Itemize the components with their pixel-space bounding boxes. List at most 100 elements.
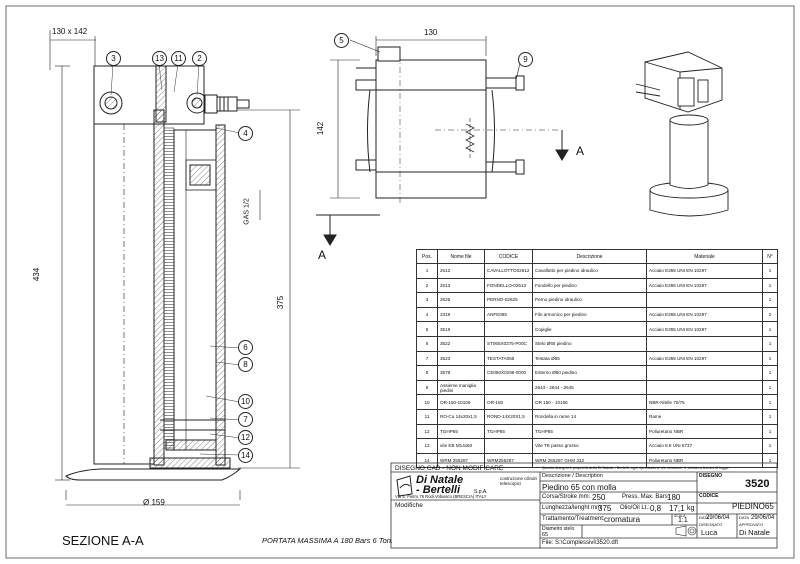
bom-header-qty: N° bbox=[762, 249, 778, 264]
bom-cell-description: Stelo Ø65 piedino bbox=[532, 335, 647, 352]
balloon-9: 9 bbox=[518, 52, 533, 67]
bom-cell-file: 3522 bbox=[437, 335, 485, 352]
stroke-label: Corsa/Stroke mm: bbox=[542, 494, 591, 500]
bom-cell-pos: 7 bbox=[416, 350, 438, 367]
balloon-3: 3 bbox=[106, 51, 121, 66]
modifications-label: Modifiche bbox=[395, 502, 423, 509]
dimension-side-height: 142 bbox=[316, 121, 326, 136]
bom-cell-material: Acciaio E355 UNI EN 10297 bbox=[646, 263, 763, 279]
bom-cell-file: 2625 bbox=[437, 292, 485, 308]
bom-cell-description: 2643 - 2644 - 2645 bbox=[532, 379, 647, 396]
bom-cell-qty: 1 bbox=[762, 365, 778, 381]
scale-label: SCALA bbox=[674, 514, 686, 518]
bom-cell-pos: 6 bbox=[416, 335, 438, 352]
bom-cell-pos: 2 bbox=[416, 277, 438, 294]
bom-cell-qty: 1 bbox=[762, 452, 778, 469]
bom-cell-description: Rondella in rame 14 bbox=[532, 408, 647, 425]
bom-cell-file: Assieme maniglia piedini bbox=[437, 379, 485, 396]
isometric-view bbox=[635, 51, 729, 217]
bom-cell-pos: 1 bbox=[416, 263, 438, 279]
description-label: Descrizione / Description bbox=[542, 473, 603, 479]
bom-header-row: Pos. Nome file CODICE Descrizione Materi… bbox=[416, 249, 778, 264]
balloon-11: 11 bbox=[171, 51, 186, 66]
projection-symbol-icon bbox=[675, 525, 697, 537]
balloon-10: 10 bbox=[238, 394, 253, 409]
ownership-notice: Questo disegno è proprietà della Di Nata… bbox=[542, 466, 729, 470]
weight-value: 17,1 bbox=[669, 504, 685, 513]
drawn-value: Luca bbox=[701, 528, 718, 537]
leader-lines bbox=[110, 63, 241, 456]
balloon-4: 4 bbox=[238, 126, 253, 141]
balloon-12: 12 bbox=[238, 430, 253, 445]
bom-cell-material bbox=[646, 335, 763, 352]
drawing-label: DISEGNO bbox=[699, 473, 723, 479]
company-name-1: Di Natale bbox=[416, 474, 464, 486]
bom-header-material: Materiale bbox=[646, 249, 763, 264]
bom-header-description: Descrizione bbox=[532, 249, 647, 264]
date2-label: DATA bbox=[739, 515, 750, 520]
bom-cell-code: ANFE065 bbox=[484, 306, 533, 323]
bom-cell-description: Fondello per piedino bbox=[532, 277, 647, 294]
bom-cell-file: 3319 bbox=[437, 306, 485, 323]
oil-value: 0,8 bbox=[650, 504, 662, 513]
bom-cell-code bbox=[484, 379, 533, 396]
bom-cell-code: CAVALLOTTO02612 bbox=[484, 263, 533, 279]
bom-cell-code: WRM255287 bbox=[484, 452, 533, 469]
bom-cell-file: 3578 bbox=[437, 365, 485, 381]
bom-cell-pos: 9 bbox=[416, 379, 438, 396]
bom-cell-pos: 13 bbox=[416, 438, 438, 454]
bom-cell-qty: 1 bbox=[762, 277, 778, 294]
bom-header-code: CODICE bbox=[484, 249, 533, 264]
bom-cell-code: OR-150 bbox=[484, 394, 533, 410]
bom-cell-file: 3519 bbox=[437, 321, 485, 337]
bom-cell-qty: 1 bbox=[762, 408, 778, 425]
bom-cell-description: Copiglie bbox=[532, 321, 647, 337]
bom-cell-qty: 1 bbox=[762, 321, 778, 337]
bom-cell-code bbox=[484, 321, 533, 337]
bom-cell-pos: 8 bbox=[416, 365, 438, 381]
stroke-value: 250 bbox=[592, 493, 606, 502]
bom-header-pos: Pos. bbox=[416, 249, 438, 264]
bom-cell-file: 2613 bbox=[437, 277, 485, 294]
bom-cell-code: ROND-14X20X1,5 bbox=[484, 408, 533, 425]
balloon-7: 7 bbox=[238, 412, 253, 427]
bom-cell-file: vite EB M14x60 bbox=[437, 438, 485, 454]
bom-cell-description: Filo armonico per piedino bbox=[532, 306, 647, 323]
bom-cell-code: FONDELLO-02613 bbox=[484, 277, 533, 294]
top-view bbox=[316, 46, 569, 246]
balloon-2: 2 bbox=[192, 51, 207, 66]
description-value: Piedino 65 con molla bbox=[542, 483, 617, 492]
bom-cell-material bbox=[646, 379, 763, 396]
bom-cell-description: TGHP65 bbox=[532, 423, 647, 440]
bom-cell-pos: 10 bbox=[416, 394, 438, 410]
bom-cell-code: TGHP65 bbox=[484, 423, 533, 440]
bom-cell-material bbox=[646, 292, 763, 308]
company-logo bbox=[396, 475, 413, 497]
bom-cell-code: CE080X0296-0000 bbox=[484, 365, 533, 381]
cad-notice: DISEGNO CAD - NON MODIFICARE bbox=[395, 465, 504, 472]
treatment-label: Trattamento/Treatment: bbox=[542, 516, 605, 522]
stem-value: 65 bbox=[542, 532, 549, 538]
bom-cell-material: Acciaio E355 UNI EN 10297 bbox=[646, 277, 763, 294]
bom-cell-material bbox=[646, 365, 763, 381]
bom-cell-code bbox=[484, 438, 533, 454]
file-path: File: S:\Complessivi\3520.dft bbox=[542, 540, 619, 546]
bom-cell-qty: 1 bbox=[762, 335, 778, 352]
bom-cell-pos: 5 bbox=[416, 321, 438, 337]
bom-cell-qty: 1 bbox=[762, 438, 778, 454]
section-marker-right: A bbox=[576, 144, 585, 158]
weight-unit: kg bbox=[687, 505, 695, 512]
bom-cell-pos: 3 bbox=[416, 292, 438, 308]
bom-cell-file: 2612 bbox=[437, 263, 485, 279]
balloon-5: 5 bbox=[334, 33, 349, 48]
balloon-6: 6 bbox=[238, 340, 253, 355]
